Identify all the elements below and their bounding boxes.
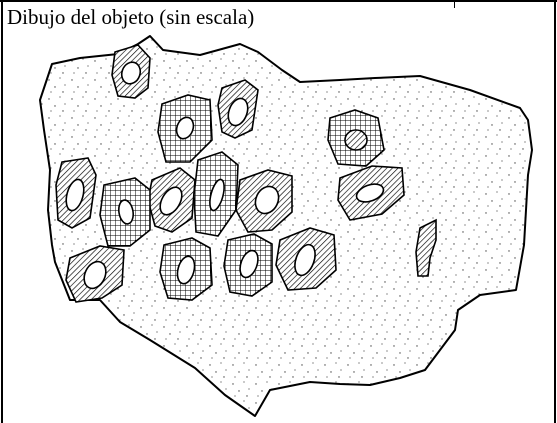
hatched-cells xyxy=(55,44,437,303)
left-border xyxy=(1,0,3,423)
right-border xyxy=(554,0,556,423)
figure-caption: Dibujo del objeto (sin escala) xyxy=(7,5,255,29)
column-divider-tick xyxy=(454,0,455,8)
top-border xyxy=(0,0,557,2)
gridded-cells xyxy=(99,94,385,301)
